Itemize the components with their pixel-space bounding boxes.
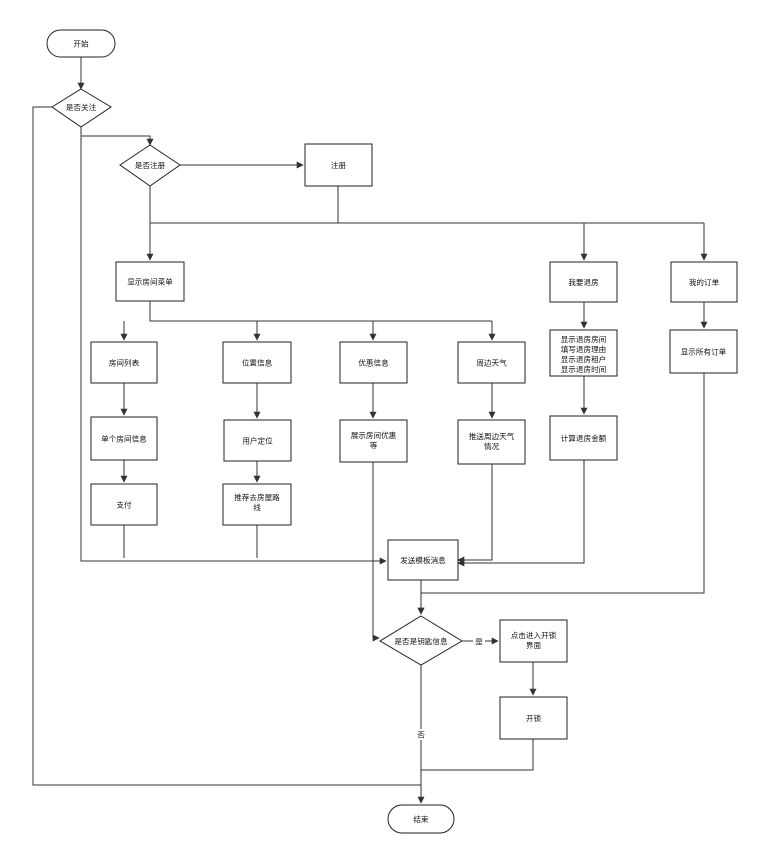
node-all-orders-label: 显示所有订单 bbox=[681, 347, 727, 357]
node-checkout-info: 显示退房房间 填写退房理由 显示退房租户 显示退房时间 bbox=[549, 329, 618, 377]
node-location: 位置信息 bbox=[222, 341, 292, 384]
edge-all-key bbox=[417, 373, 705, 615]
node-register-label: 注册 bbox=[331, 160, 347, 170]
node-push-weather: 推送周边天气 情况 bbox=[457, 419, 526, 465]
node-show-discount: 展示房间优惠 等 bbox=[339, 419, 408, 463]
node-enter-unlock-line-2: 界面 bbox=[526, 641, 542, 650]
node-recommend-route-line-1: 推荐去房屋路 bbox=[234, 492, 280, 502]
node-checkout-info-line-1: 显示退房房间 bbox=[561, 334, 607, 344]
node-key-q-label: 是否是钥匙信息 bbox=[394, 636, 448, 646]
node-register: 注册 bbox=[304, 143, 373, 187]
node-checkout: 我要退房 bbox=[549, 261, 618, 303]
edge-push-template bbox=[457, 464, 493, 564]
edge-follow-register bbox=[81, 135, 154, 146]
node-pay: 支付 bbox=[90, 483, 158, 526]
node-checkout-info-line-4: 显示退房时间 bbox=[561, 364, 607, 374]
node-end-label: 结束 bbox=[413, 814, 429, 824]
node-push-weather-line-2: 情况 bbox=[484, 441, 500, 451]
node-discount: 优惠信息 bbox=[339, 341, 408, 384]
node-calc-refund: 计算退房金额 bbox=[549, 415, 618, 461]
node-calc-refund-label: 计算退房金额 bbox=[561, 433, 607, 443]
node-end: 结束 bbox=[387, 804, 455, 834]
node-weather-label: 周边天气 bbox=[476, 358, 507, 368]
node-discount-label: 优惠信息 bbox=[358, 358, 389, 368]
node-recommend-route: 推荐去房屋路 线 bbox=[222, 483, 292, 526]
node-pay-label: 支付 bbox=[116, 500, 132, 510]
node-start-label: 开始 bbox=[73, 39, 89, 49]
node-my-orders: 我的订单 bbox=[670, 261, 738, 303]
node-room-list: 房间列表 bbox=[90, 341, 158, 384]
node-follow-decision: 是否关注 bbox=[51, 88, 112, 128]
node-room-list-label: 房间列表 bbox=[109, 358, 140, 368]
node-single-room-label: 单个房间信息 bbox=[101, 434, 147, 444]
node-start: 开始 bbox=[46, 29, 116, 58]
node-room-menu-label: 显示房间菜单 bbox=[127, 277, 173, 287]
node-all-orders: 显示所有订单 bbox=[669, 329, 738, 374]
node-unlock: 开锁 bbox=[499, 696, 568, 740]
edge-follow-template bbox=[80, 127, 387, 565]
edge-show-key bbox=[372, 462, 380, 642]
node-checkout-label: 我要退房 bbox=[568, 277, 598, 287]
node-checkout-info-line-2: 填写退房理由 bbox=[561, 344, 607, 354]
edge-label-yes: 是 bbox=[475, 638, 483, 647]
node-location-label: 位置信息 bbox=[242, 358, 273, 368]
edge-label-no: 否 bbox=[417, 731, 425, 740]
node-my-orders-label: 我的订单 bbox=[689, 277, 720, 287]
node-room-menu: 显示房间菜单 bbox=[115, 261, 185, 302]
node-register-q-label: 是否注册 bbox=[135, 160, 166, 170]
node-send-template-label: 发送模板消息 bbox=[400, 555, 446, 565]
node-weather: 周边天气 bbox=[457, 341, 526, 384]
node-show-discount-line-2: 等 bbox=[370, 440, 378, 450]
edge-unlock-end bbox=[421, 739, 534, 771]
node-user-locate: 用户定位 bbox=[223, 419, 292, 462]
node-push-weather-line-1: 推送周边天气 bbox=[469, 431, 515, 441]
edge-follow-end bbox=[32, 106, 421, 786]
node-register-decision: 是否注册 bbox=[119, 144, 181, 187]
node-user-locate-label: 用户定位 bbox=[242, 436, 273, 446]
node-checkout-info-line-3: 显示退房租户 bbox=[561, 354, 607, 364]
edge-calc-template bbox=[457, 460, 585, 567]
node-key-decision: 是否是钥匙信息 bbox=[379, 615, 463, 666]
node-unlock-label: 开锁 bbox=[526, 713, 542, 723]
node-single-room: 单个房间信息 bbox=[90, 416, 158, 461]
edges bbox=[32, 57, 708, 804]
node-follow-label: 是否关注 bbox=[66, 102, 97, 112]
node-send-template: 发送模板消息 bbox=[387, 539, 459, 581]
node-show-discount-line-1: 展示房间优惠 bbox=[351, 430, 397, 440]
node-recommend-route-line-2: 线 bbox=[253, 502, 261, 512]
node-enter-unlock: 点击进入开锁 界面 bbox=[499, 619, 568, 663]
node-enter-unlock-line-1: 点击进入开锁 bbox=[511, 630, 557, 640]
edge-menu-branch bbox=[149, 301, 492, 322]
